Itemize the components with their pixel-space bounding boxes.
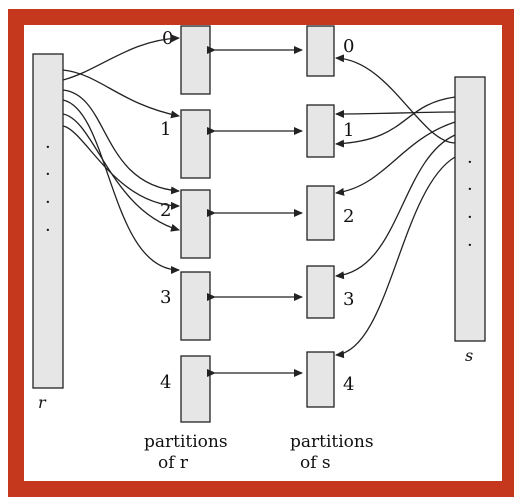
r-to-partition-3-arrow [62,99,180,274]
r-to-partition-1-arrow [62,69,180,119]
partition-r-4-box [180,355,211,423]
r-ellipsis-dot: · [45,192,51,213]
s-to-partition-1-arrow [335,96,456,148]
partition-r-2-number: 2 [160,200,171,221]
partition-r-1-number: 1 [160,119,171,140]
s-to-partition-2-arrow [335,121,456,196]
partition-r-3-box [180,271,211,341]
r-to-partition-2-arrow [62,113,180,232]
partition-s-1-box [306,104,335,158]
partitions-s-caption-line2: of s [300,453,331,473]
partition-s-0-box [306,25,335,77]
relation-s-bar [454,76,486,342]
s-to-partition-0-arrow [335,54,456,144]
partition-s-3-number: 3 [343,289,354,310]
partition-r-2-box [180,189,211,259]
s-ellipsis-dot: · [467,235,473,256]
r-to-partition-2-arrow [62,125,180,210]
partitions-r-caption-line1: partitions [144,432,228,452]
s-to-partition-4-arrow [335,156,456,359]
partition-s-4-number: 4 [343,374,354,395]
r-ellipsis-dot: · [45,220,51,241]
partitions-s-caption-line1: partitions [290,432,374,452]
partition-r-3-number: 3 [160,287,171,308]
partition-s-1-number: 1 [343,120,354,141]
relation-r-label: r [38,393,47,412]
s-to-partition-3-arrow [335,134,456,280]
s-to-partition-1-arrow [335,109,456,118]
s-ellipsis-dot: · [467,179,473,200]
r-to-partition-2-arrow [62,89,180,195]
partition-s-3-box [306,265,335,319]
partition-s-2-number: 2 [343,206,354,227]
relation-s-label: s [465,346,473,365]
partition-r-1-box [180,109,211,179]
r-to-partition-0-arrow [62,34,180,81]
partition-r-4-number: 4 [160,372,171,393]
partition-s-4-box [306,351,335,408]
r-ellipsis-dot: · [45,164,51,185]
partition-s-0-number: 0 [343,36,354,57]
red-frame [8,9,514,497]
s-ellipsis-dot: · [467,207,473,228]
s-ellipsis-dot: · [467,152,473,173]
partition-s-2-box [306,185,335,241]
partitions-r-caption-line2: of r [158,453,189,473]
r-ellipsis-dot: · [45,137,51,158]
relation-r-bar [32,53,64,389]
partition-r-0-box [180,25,211,95]
